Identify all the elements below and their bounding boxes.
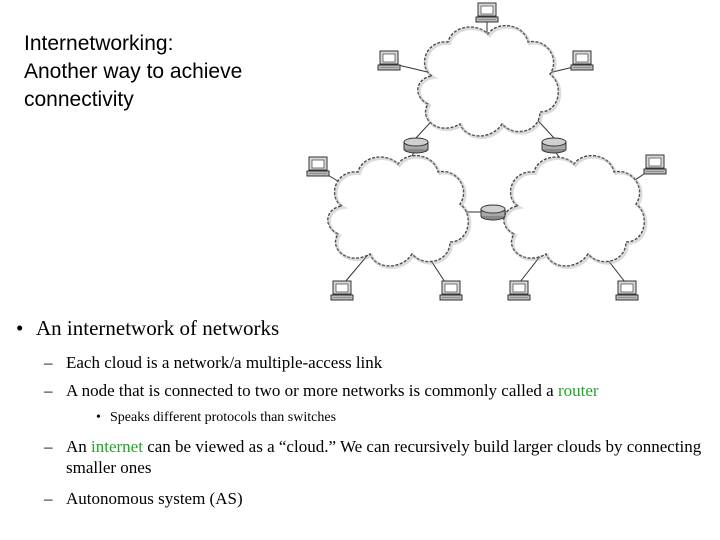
router-text: A node that is connected to two or more … (66, 381, 558, 400)
router-icon (480, 204, 506, 221)
sub-bullet-dash: – (44, 489, 53, 508)
internetwork-diagram (306, 2, 667, 301)
sub-sub-bullet-text: Speaks different protocols than switches (110, 410, 337, 425)
computer-icon (643, 154, 667, 175)
sub-bullet-text: An internet can be viewed as a “cloud.” … (66, 436, 704, 478)
cloud-network-top (416, 24, 562, 140)
sub-bullet-text: A node that is connected to two or more … (66, 380, 704, 401)
bullet-internetwork: • An internetwork of networks (16, 316, 279, 341)
sub-sub-bullet-protocols: • Speaks different protocols than switche… (96, 410, 336, 426)
computer-icon (507, 280, 531, 301)
computer-icon (475, 2, 499, 23)
sub-bullet-dash: – (44, 353, 53, 372)
sub-bullet-router: – A node that is connected to two or mor… (44, 380, 704, 401)
sub-bullet-as: – Autonomous system (AS) (44, 488, 704, 509)
internet-text-pre: An (66, 437, 92, 456)
computer-icon (615, 280, 639, 301)
internet-text-post: can be viewed as a “cloud.” We can recur… (66, 437, 702, 477)
computer-icon (306, 156, 330, 177)
computer-icon (330, 280, 354, 301)
sub-bullet-dash: – (44, 381, 53, 400)
sub-bullet-text: Each cloud is a network/a multiple-acces… (66, 353, 383, 372)
cloud-network-right (502, 154, 648, 269)
bullet-dot: • (16, 316, 24, 340)
router-icon (541, 137, 567, 154)
computer-icon (377, 50, 401, 71)
sub-sub-bullet-dot: • (96, 410, 101, 425)
router-term: router (557, 381, 599, 400)
sub-bullet-dash: – (44, 437, 53, 456)
title-line-3: connectivity (24, 88, 134, 111)
computer-icon (570, 50, 594, 71)
sub-bullet-internet: – An internet can be viewed as a “cloud.… (44, 436, 704, 478)
computer-icon (439, 280, 463, 301)
bullet-text: An internetwork of networks (36, 316, 280, 340)
cloud-network-left (326, 154, 472, 269)
sub-bullet-cloud: – Each cloud is a network/a multiple-acc… (44, 352, 704, 373)
sub-bullet-text: Autonomous system (AS) (66, 489, 243, 508)
router-icon (403, 137, 429, 154)
internet-term: internet (91, 437, 143, 456)
slide-title: Internetworking: Another way to achieve … (24, 30, 324, 114)
title-line-1: Internetworking: (24, 32, 174, 55)
title-line-2: Another way to achieve (24, 60, 243, 83)
